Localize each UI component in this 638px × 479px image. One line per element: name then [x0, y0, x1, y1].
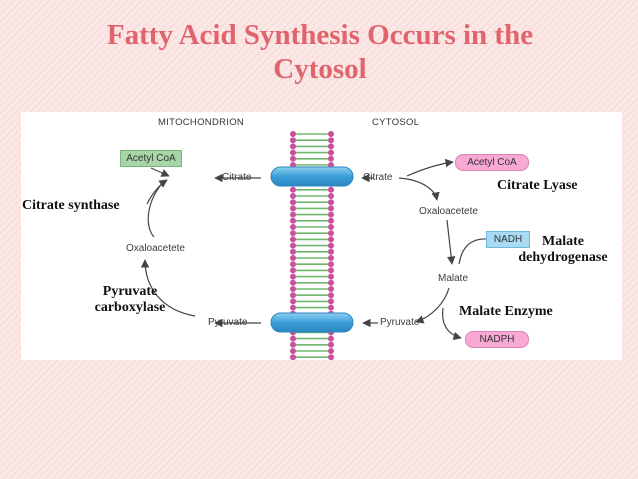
arrow-acetyl-coa-in [150, 167, 170, 177]
label-mitochondrion: MITOCHONDRION [158, 117, 245, 128]
lipid-head [328, 292, 334, 299]
lipid-head [328, 267, 334, 274]
pyruvate-mito-label: Pyruvate [208, 317, 248, 328]
arrow-pyruvate-to-oxaloacetete [140, 259, 196, 317]
lipid-head [290, 236, 296, 243]
lipid-head [328, 242, 334, 249]
lipid-head [328, 298, 334, 305]
lipid-head [290, 292, 296, 299]
arrow-nadph-out [442, 307, 462, 340]
oxaloacetete-cyto-label: Oxaloacetete [419, 206, 478, 217]
lipid-head [290, 335, 296, 342]
pyruvate-transporter [270, 312, 354, 333]
lipid-head [328, 273, 334, 280]
lipid-head [290, 248, 296, 255]
lipid-head [290, 137, 296, 144]
lipid-head [290, 298, 296, 305]
lipid-head [328, 199, 334, 206]
label-cytosol: CYTOSOL [372, 117, 420, 128]
citrate-mito-label: Citrate [222, 172, 252, 183]
lipid-head [290, 286, 296, 292]
malate-dehydrogenase-line-2: dehydrogenase [518, 250, 608, 265]
arrow-nadh-curve [458, 238, 488, 265]
slide-title-line-1: Fatty Acid Synthesis Occurs in the [106, 19, 534, 51]
lipid-head [328, 354, 334, 360]
lipid-head [328, 155, 334, 162]
lipid-head [290, 217, 296, 224]
pyruvate-carboxylase-line-1: Pyruvate [102, 284, 158, 299]
lipid-head [328, 137, 334, 144]
lipid-head [290, 341, 296, 348]
acetyl-coa-cyto-box: Acetyl CoA [455, 154, 529, 171]
lipid-head [290, 279, 296, 286]
lipid-head [328, 304, 334, 311]
lipid-head [328, 236, 334, 243]
lipid-head [290, 193, 296, 199]
lipid-head [290, 230, 296, 237]
lipid-head [290, 242, 296, 249]
slide-title: Fatty Acid Synthesis Occurs in the Cytos… [60, 18, 580, 86]
lipid-head [290, 224, 296, 230]
arrow-citrate-to-acetyl-coa [406, 158, 454, 177]
malate-dehydrogenase-line-1: Malate [542, 234, 584, 249]
lipid-head [290, 155, 296, 162]
citrate-transporter [270, 166, 354, 187]
lipid-head [290, 255, 296, 261]
lipid-head [328, 131, 334, 137]
citrate-synthase-label: Citrate synthase [22, 198, 120, 213]
lipid-head [290, 211, 296, 218]
lipid-head [328, 248, 334, 255]
citrate-cyto-label: Citrate [363, 172, 393, 183]
lipid-head [290, 199, 296, 206]
lipid-head [328, 211, 334, 218]
malate-dehydrogenase-label: Malate dehydrogenase [503, 234, 623, 266]
pyruvate-cyto-label: Pyruvate [380, 317, 420, 328]
lipid-head [328, 286, 334, 292]
nadph-box: NADPH [465, 331, 529, 348]
slide-title-line-2: Cytosol [273, 53, 367, 85]
lipid-head [290, 267, 296, 274]
lipid-head [290, 186, 296, 193]
lipid-head [290, 261, 296, 268]
citrate-shuttle-diagram: MITOCHONDRION CYTOSOL Acetyl CoA Citrate… [21, 112, 622, 360]
lipid-head [328, 279, 334, 286]
lipid-head [328, 205, 334, 212]
pyruvate-carboxylase-line-2: carboxylase [94, 300, 166, 315]
arrow-oxaloacetete-to-malate [446, 219, 456, 265]
lipid-head [328, 261, 334, 268]
lipid-head [328, 341, 334, 348]
lipid-head [290, 304, 296, 311]
lipid-head [290, 348, 296, 354]
pyruvate-carboxylase-label: Pyruvate carboxylase [80, 284, 180, 316]
acetyl-coa-mito-box: Acetyl CoA [120, 150, 182, 167]
lipid-head [328, 193, 334, 199]
lipid-head [328, 143, 334, 150]
diagram-graphics [140, 131, 488, 360]
lipid-head [328, 335, 334, 342]
lipid-head [290, 273, 296, 280]
arrow-oxaloacetete-to-citrate [146, 179, 168, 205]
malate-enzyme-label: Malate Enzyme [459, 304, 553, 319]
lipid-head [328, 186, 334, 193]
malate-label: Malate [438, 273, 469, 284]
lipid-head [328, 255, 334, 261]
lipid-head [290, 143, 296, 150]
oxaloacetete-mito-label: Oxaloacetete [126, 243, 185, 254]
lipid-head [290, 149, 296, 156]
lipid-head [328, 217, 334, 224]
citrate-lyase-label: Citrate Lyase [497, 178, 578, 193]
lipid-head [290, 354, 296, 360]
lipid-head [290, 131, 296, 137]
arrow-malate-to-pyruvate [415, 287, 450, 324]
lipid-head [328, 348, 334, 354]
arrow-citrate-to-oxaloacetete [398, 177, 440, 201]
nadh-box: NADH [486, 231, 530, 248]
lipid-head [290, 205, 296, 212]
lipid-head [328, 149, 334, 156]
lipid-head [328, 230, 334, 237]
lipid-head [328, 224, 334, 230]
